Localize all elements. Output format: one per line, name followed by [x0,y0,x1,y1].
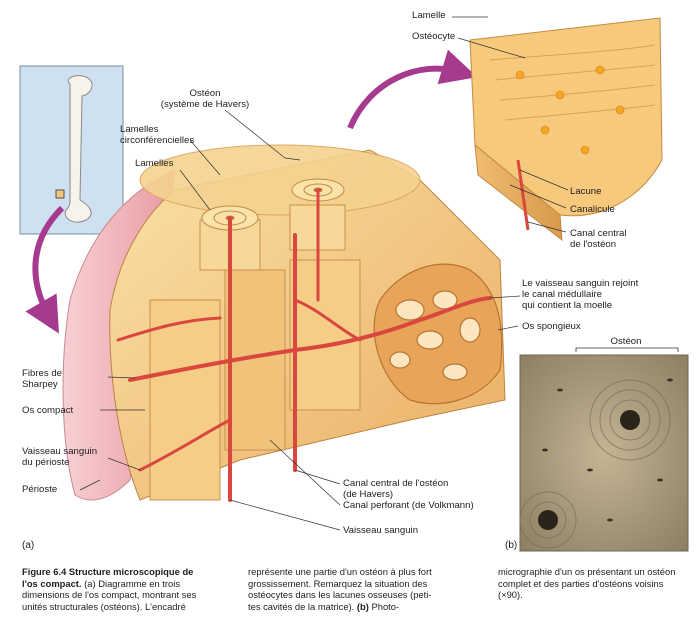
label-vaisseau-perioste: Vaisseau sanguin du périoste [22,446,98,468]
label-lamelle: Lamelle [412,10,446,21]
caption-text-3: micrographie d'un os présentant un ostéo… [498,566,676,600]
spongy-bone [373,263,503,405]
leader-lines [79,16,569,531]
osteon-enlarged [469,17,663,242]
zoom-arrow-right [347,49,478,130]
label-canal-central-havers: Canal central de l'ostéon (de Havers) [343,478,449,500]
label-os-spongieux: Os spongieux [522,321,581,332]
label-vaisseau-sanguin: Vaisseau sanguin [343,525,419,536]
label-os-compact: Os compact [22,405,74,416]
label-fibres-sharpey: Fibres de Sharpey [22,368,62,390]
blood-vessels [116,188,492,502]
panel-label-a: (a) [22,540,35,551]
zoom-arrow-left [25,205,65,334]
micrograph [519,347,689,552]
label-lamelles-circonferencielles: Lamelles circonférencielles [120,124,195,146]
label-lacune: Lacune [570,186,602,197]
label-canal-perforant: Canal perforant (de Volkmann) [343,500,474,511]
caption-text-2-tail: Photo- [368,600,400,612]
panel-label-b: (b) [505,540,518,551]
caption-column-2: représente une partie d'un ostéon à plus… [248,566,478,612]
label-perioste: Périoste [22,484,58,495]
femur-inset [19,65,124,235]
label-osteon: Ostéon (système de Havers) [160,88,250,110]
caption-column-3: micrographie d'un os présentant un ostéo… [498,566,693,601]
caption-column-1: Figure 6.4 Structure microscopique de l'… [22,566,232,612]
caption-figure-title: Figure 6.4 Structure microscopique de l'… [22,566,194,589]
label-osteocyte: Ostéocyte [412,31,456,42]
label-vaisseau-rejoint: Le vaisseau sanguin rejoint le canal méd… [522,278,639,311]
caption-text-1: (a) Diagramme en trois dimensions de l'o… [22,577,197,612]
caption-text-2: représente une partie d'un ostéon à plus… [248,566,432,612]
label-lamelles: Lamelles [135,158,174,169]
label-canal-central-osteon: Canal central de l'ostéon [570,228,627,250]
caption-panel-b-ref: (b) [356,600,369,612]
label-osteon-micrograph: Ostéon [610,336,642,347]
label-canalicule: Canalicule [570,204,615,215]
circumferential-lamellae [139,144,421,216]
